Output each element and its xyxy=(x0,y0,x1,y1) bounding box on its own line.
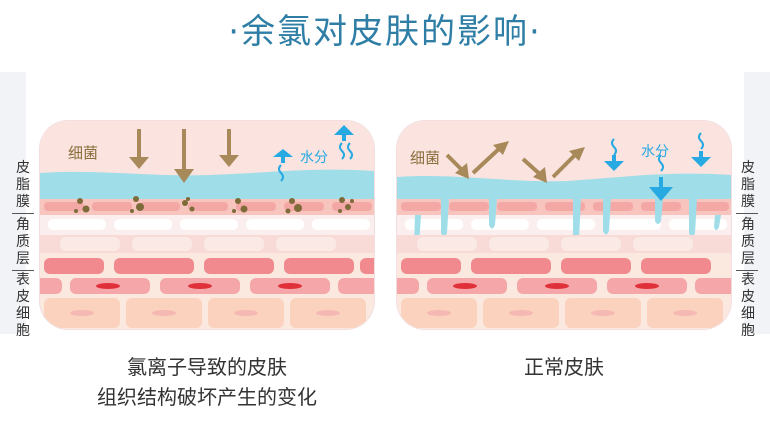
normal-skin-panel xyxy=(397,121,731,329)
moisture-arrows-up xyxy=(273,125,354,163)
right-tick-2 xyxy=(736,270,758,271)
damaged-skin-panel xyxy=(40,121,374,329)
caption-normal: 正常皮肤 xyxy=(524,355,604,379)
left-tick-2 xyxy=(12,270,34,271)
left-bacteria-label: 细菌 xyxy=(68,144,99,162)
right-bacteria-label: 细菌 xyxy=(410,149,441,167)
left-label-stratum: 角质层 xyxy=(16,217,30,267)
right-moisture-label: 水分 xyxy=(641,144,669,160)
sebum-membrane xyxy=(40,169,374,199)
right-label-epidermis: 表皮细胞 xyxy=(741,272,755,339)
right-label-stratum: 角质层 xyxy=(741,217,755,267)
caption-damaged: 氯离子导致的皮肤 组织结构破坏产生的变化 xyxy=(97,355,317,409)
left-moisture-label: 水分 xyxy=(300,150,328,166)
sebum-membrane-normal xyxy=(397,173,731,199)
right-label-sebum: 皮脂膜 xyxy=(741,160,755,210)
left-side-shade xyxy=(0,72,26,334)
left-label-sebum: 皮脂膜 xyxy=(16,160,30,210)
page-title: ·余氯对皮肤的影响· xyxy=(228,12,542,52)
left-label-epidermis: 表皮细胞 xyxy=(16,272,30,339)
moisture-arrows-down xyxy=(604,151,711,201)
right-tick-1 xyxy=(736,213,758,214)
bacteria-arrows-down xyxy=(129,129,239,183)
left-tick-1 xyxy=(12,213,34,214)
right-side-shade xyxy=(744,72,770,334)
